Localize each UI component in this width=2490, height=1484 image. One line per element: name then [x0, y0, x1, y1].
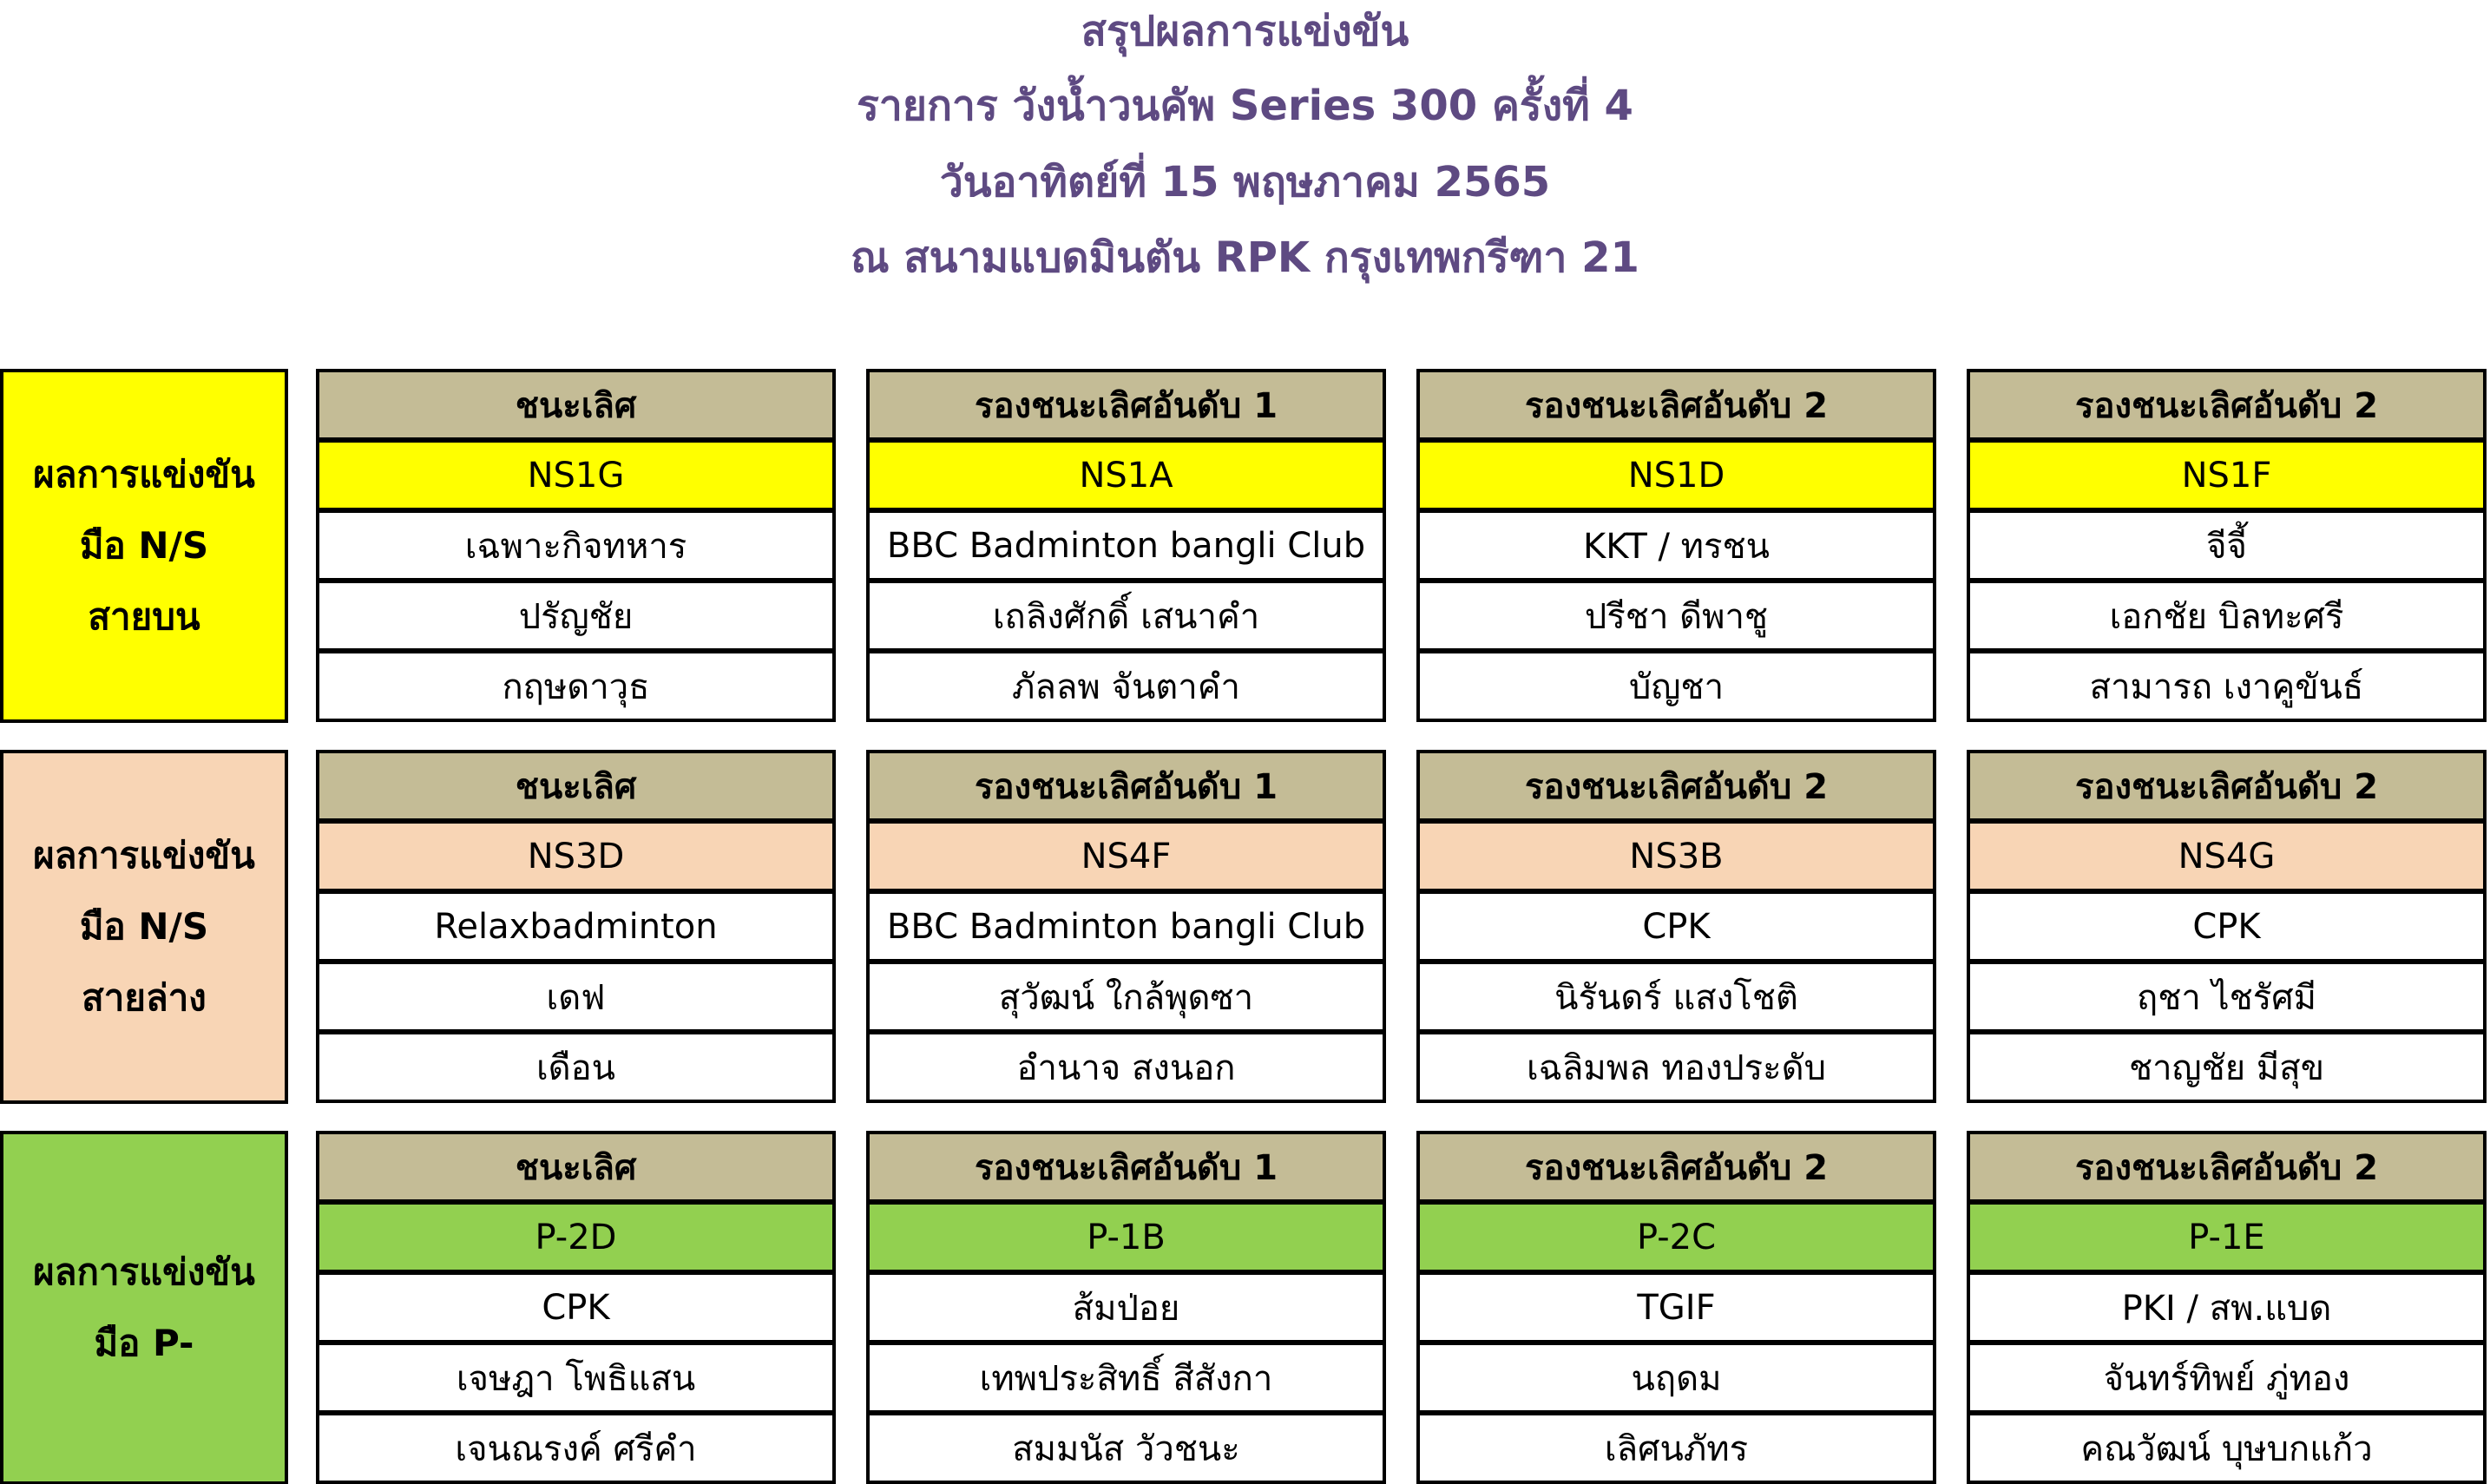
team-code: NS1D	[1416, 439, 1936, 511]
player-name: เดฟ	[316, 961, 836, 1033]
club-name: BBC Badminton bangli Club	[866, 509, 1386, 581]
player-name: ปรีชา ดีพาชู	[1416, 580, 1936, 652]
player-name: เดือน	[316, 1031, 836, 1103]
player-name: เจนณรงค์ ศรีคำ	[316, 1412, 836, 1484]
event-venue: ณ สนามแบดมินตัน RPK กรุงเทพกรีฑา 21	[851, 233, 1639, 282]
player-name: สามารถ เงาคูขันธ์	[1967, 650, 2487, 722]
club-name: CPK	[1416, 890, 1936, 962]
placement-header: รองชนะเลิศอันดับ 1	[866, 369, 1386, 441]
club-name: CPK	[316, 1271, 836, 1343]
player-name: กฤษดาวุธ	[316, 650, 836, 722]
club-name: ส้มป่อย	[866, 1271, 1386, 1343]
category-label-line: ผลการแข่งขัน	[33, 1251, 255, 1293]
player-name: นิรันดร์ แสงโชติ	[1416, 961, 1936, 1033]
player-name: จันทร์ทิพย์ ภู่ทอง	[1967, 1342, 2487, 1414]
placement-header: รองชนะเลิศอันดับ 1	[866, 750, 1386, 822]
player-name: คณวัฒน์ บุษบกแก้ว	[1967, 1412, 2487, 1484]
category-label: ผลการแข่งขันมือ N/S สายบน	[0, 369, 288, 723]
team-code: NS3B	[1416, 820, 1936, 892]
player-name: สมมนัส วัวชนะ	[866, 1412, 1386, 1484]
player-name: เลิศนภัทร	[1416, 1412, 1936, 1484]
page-title: สรุปผลการแข่งขัน	[1081, 7, 1409, 56]
event-name: รายการ วังน้ำวนคัพ Series 300 ครั้งที่ 4	[857, 82, 1633, 130]
team-code: NS1F	[1967, 439, 2487, 511]
player-name: สุวัฒน์ ใกล้พุดซา	[866, 961, 1386, 1033]
team-code: P-2D	[316, 1201, 836, 1273]
category-label-line: สายล่าง	[82, 976, 207, 1019]
player-name: เฉลิมพล ทองประดับ	[1416, 1031, 1936, 1103]
placement-header: ชนะเลิศ	[316, 750, 836, 822]
category-label-line: ผลการแข่งขัน	[33, 453, 255, 496]
category-label-line: มือ P-	[94, 1322, 194, 1364]
club-name: PKI / สพ.แบด	[1967, 1271, 2487, 1343]
player-name: บัญชา	[1416, 650, 1936, 722]
player-name: เถลิงศักดิ์ เสนาคำ	[866, 580, 1386, 652]
player-name: ชาญชัย มีสุข	[1967, 1031, 2487, 1103]
team-code: NS3D	[316, 820, 836, 892]
event-date: วันอาทิตย์ที่ 15 พฤษภาคม 2565	[939, 158, 1551, 207]
player-name: นฤดม	[1416, 1342, 1936, 1414]
club-name: TGIF	[1416, 1271, 1936, 1343]
placement-header: รองชนะเลิศอันดับ 1	[866, 1131, 1386, 1203]
player-name: ปรัญชัย	[316, 580, 836, 652]
player-name: เทพประสิทธิ์ สีสังกา	[866, 1342, 1386, 1414]
category-label-line: ผลการแข่งขัน	[33, 834, 255, 877]
club-name: CPK	[1967, 890, 2487, 962]
club-name: Relaxbadminton	[316, 890, 836, 962]
team-code: P-1B	[866, 1201, 1386, 1273]
category-label-line: มือ N/S	[79, 905, 209, 948]
team-code: NS1A	[866, 439, 1386, 511]
player-name: ฤชา ไชรัศมี	[1967, 961, 2487, 1033]
category-label-line: มือ N/S	[79, 524, 209, 567]
player-name: อำนาจ สงนอก	[866, 1031, 1386, 1103]
player-name: ภัลลพ จันตาคำ	[866, 650, 1386, 722]
placement-header: รองชนะเลิศอันดับ 2	[1967, 1131, 2487, 1203]
team-code: P-1E	[1967, 1201, 2487, 1273]
category-label: ผลการแข่งขันมือ P-	[0, 1131, 288, 1484]
team-code: NS1G	[316, 439, 836, 511]
team-code: P-2C	[1416, 1201, 1936, 1273]
club-name: KKT / ทรชน	[1416, 509, 1936, 581]
placement-header: ชนะเลิศ	[316, 369, 836, 441]
placement-header: รองชนะเลิศอันดับ 2	[1416, 1131, 1936, 1203]
club-name: BBC Badminton bangli Club	[866, 890, 1386, 962]
club-name: จีจี้	[1967, 509, 2487, 581]
player-name: เอกชัย บิลทะศรี	[1967, 580, 2487, 652]
placement-header: ชนะเลิศ	[316, 1131, 836, 1203]
placement-header: รองชนะเลิศอันดับ 2	[1416, 750, 1936, 822]
team-code: NS4G	[1967, 820, 2487, 892]
club-name: เฉพาะกิจทหาร	[316, 509, 836, 581]
player-name: เจษฎา โพธิแสน	[316, 1342, 836, 1414]
placement-header: รองชนะเลิศอันดับ 2	[1967, 750, 2487, 822]
category-label-line: สายบน	[88, 595, 200, 638]
placement-header: รองชนะเลิศอันดับ 2	[1416, 369, 1936, 441]
team-code: NS4F	[866, 820, 1386, 892]
placement-header: รองชนะเลิศอันดับ 2	[1967, 369, 2487, 441]
category-label: ผลการแข่งขันมือ N/S สายล่าง	[0, 750, 288, 1104]
